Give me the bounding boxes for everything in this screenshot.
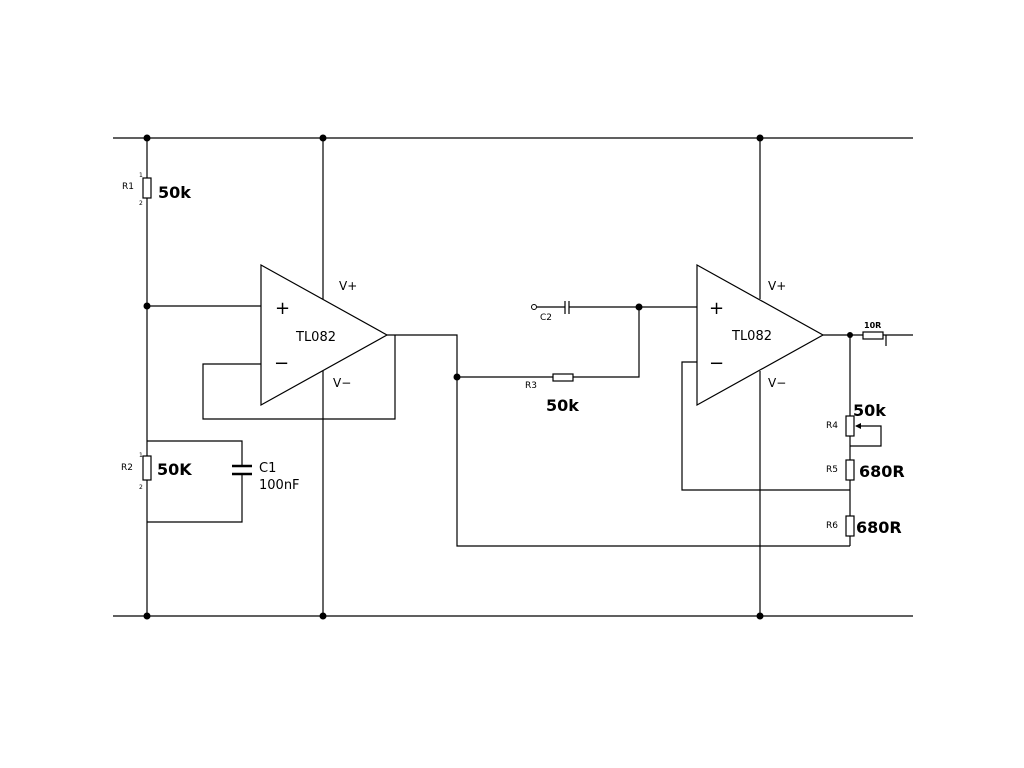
junction-dot <box>319 134 327 142</box>
r2-value: 50K <box>157 460 192 479</box>
r4-value: 50k <box>853 401 886 420</box>
r1-value: 50k <box>158 183 191 202</box>
input-terminal <box>531 304 537 310</box>
r4-ref: R4 <box>826 421 838 431</box>
opamp1-vminus: V− <box>333 376 351 390</box>
wire <box>147 474 243 523</box>
junction-dot <box>319 612 327 620</box>
r5-value: 680R <box>859 462 905 481</box>
wire <box>147 440 243 466</box>
junction-dot <box>847 332 853 338</box>
wire <box>573 307 640 378</box>
resistor-r1 <box>142 177 152 199</box>
junction-dot <box>143 612 151 620</box>
junction-dot <box>756 612 764 620</box>
opamp2-vminus: V− <box>768 376 786 390</box>
resistor-r3 <box>552 373 574 382</box>
c1-value: 100nF <box>259 478 300 493</box>
r2-ref: R2 <box>121 463 133 473</box>
opamp2-part: TL082 <box>731 329 772 344</box>
opamp1-part: TL082 <box>295 330 336 345</box>
wire <box>850 425 882 447</box>
opamp2-symbol <box>696 263 825 407</box>
junction-dot <box>756 134 764 142</box>
opamp2-vplus: V+ <box>768 279 786 293</box>
r1-pin2: 2 <box>139 200 143 207</box>
wire <box>681 361 850 491</box>
r3-ref: R3 <box>525 381 537 391</box>
junction-dot <box>453 373 461 381</box>
r5-ref: R5 <box>826 465 838 475</box>
r6-value: 680R <box>856 518 902 537</box>
junction-dot <box>143 134 151 142</box>
resistor-r-out <box>862 331 884 340</box>
r2-pin1: 1 <box>139 452 143 459</box>
r1-pin1: 1 <box>139 172 143 179</box>
opamp1-minus: − <box>274 353 289 374</box>
r3-value: 50k <box>546 396 579 415</box>
junction-dot <box>143 302 151 310</box>
r6-ref: R6 <box>826 521 838 531</box>
wire <box>387 334 850 547</box>
opamp2-minus: − <box>709 353 724 374</box>
r2-pin2: 2 <box>139 484 143 491</box>
resistor-r2 <box>142 455 152 481</box>
resistor-r6 <box>845 515 855 537</box>
c2-ref: C2 <box>540 313 552 323</box>
r-out-value: 10R <box>864 321 881 330</box>
opamp2-plus: + <box>709 298 724 319</box>
wire <box>202 335 396 420</box>
resistor-r5 <box>845 459 855 481</box>
potentiometer-wiper-arrow <box>855 423 861 429</box>
c1-ref: C1 <box>259 461 276 476</box>
opamp1-symbol <box>260 263 389 407</box>
opamp1-plus: + <box>275 298 290 319</box>
junction-dot <box>635 303 643 311</box>
opamp1-vplus: V+ <box>339 279 357 293</box>
r1-ref: R1 <box>122 182 134 192</box>
